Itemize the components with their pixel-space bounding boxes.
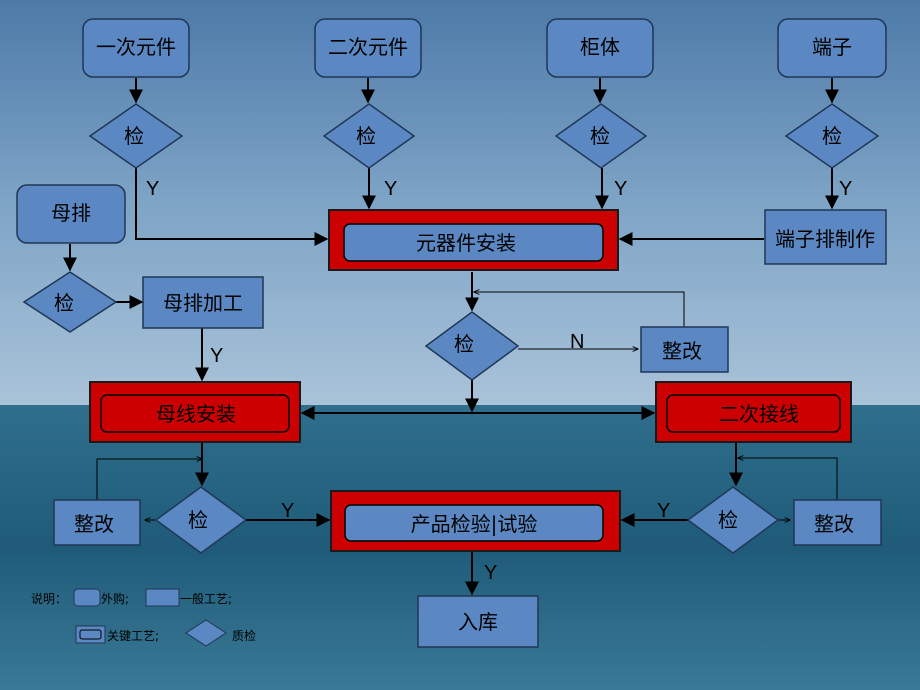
purchased-cabinet: 柜体 <box>546 18 654 78</box>
key-process-busbar-installation: 母线安装 <box>89 381 301 443</box>
yes-label-cabinet: Y <box>614 178 627 200</box>
inspect-terminal-diamond: 检 <box>784 103 880 169</box>
rework-loops <box>96 292 838 520</box>
purchased-primary-components: 一次元件 <box>82 18 190 78</box>
purchased-secondary-components: 二次元件 <box>314 18 422 78</box>
inspect-secondary-diamond: 检 <box>322 103 416 169</box>
inspect-wiring-diamond: 检 <box>686 486 780 554</box>
purchased-terminal: 端子 <box>777 18 887 78</box>
key-process-product-inspection-test: 产品检验|试验 <box>330 490 621 552</box>
inspect-primary-diamond: 检 <box>88 103 184 169</box>
svg-text:检: 检 <box>454 332 474 356</box>
svg-text:检: 检 <box>590 124 610 148</box>
key-process-secondary-wiring: 二次接线 <box>655 381 852 443</box>
svg-text:入库: 入库 <box>458 610 498 634</box>
svg-text:元器件安装: 元器件安装 <box>416 231 516 255</box>
legend-general-swatch <box>145 588 180 607</box>
key-process-component-installation: 元器件安装 <box>328 209 619 271</box>
yes-label-product: Y <box>484 562 497 584</box>
svg-text:检: 检 <box>188 508 208 532</box>
inspect-cabinet-diamond: 检 <box>554 103 648 169</box>
process-busbar-processing: 母排加工 <box>142 276 264 329</box>
connectors <box>63 78 839 596</box>
legend-key-label: 关键工艺; <box>107 629 159 643</box>
yes-label-wiring: Y <box>657 500 670 522</box>
legend-inspection-diamond <box>185 619 227 647</box>
no-label-installation: N <box>570 331 584 353</box>
svg-text:整改: 整改 <box>814 512 854 536</box>
legend-purchased-swatch <box>73 588 101 607</box>
process-rework-installation: 整改 <box>640 326 729 373</box>
legend-prefix: 说明： <box>31 591 67 606</box>
svg-text:整改: 整改 <box>74 512 114 536</box>
inspect-busbar-diamond: 检 <box>22 271 118 333</box>
svg-text:检: 检 <box>718 508 738 532</box>
process-warehousing: 入库 <box>417 595 539 648</box>
svg-text:检: 检 <box>54 291 74 315</box>
purchased-busbar: 母排 <box>16 184 126 244</box>
svg-text:母线安装: 母线安装 <box>156 402 236 426</box>
svg-text:柜体: 柜体 <box>580 35 620 59</box>
inspect-busbar-install-diamond: 检 <box>154 486 248 554</box>
legend-inspection-label: 质检 <box>232 628 256 643</box>
yes-label-terminal: Y <box>839 178 852 200</box>
legend-general-label: 一般工艺; <box>180 591 232 606</box>
process-terminal-row-making: 端子排制作 <box>764 209 887 265</box>
yes-label-busbar-install: Y <box>281 500 294 522</box>
svg-text:母排: 母排 <box>51 201 91 225</box>
yes-label-busbar: Y <box>210 345 223 367</box>
svg-text:母排加工: 母排加工 <box>163 291 243 315</box>
svg-text:端子排制作: 端子排制作 <box>775 227 875 251</box>
svg-text:检: 检 <box>356 124 376 148</box>
svg-text:产品检验|试验: 产品检验|试验 <box>411 512 538 536</box>
legend: 说明： 外购; 一般工艺; 关键工艺; 质检 <box>31 588 256 647</box>
process-rework-busbar: 整改 <box>53 499 141 546</box>
svg-text:二次接线: 二次接线 <box>719 402 799 426</box>
inspect-installation-diamond: 检 <box>424 311 520 381</box>
yes-label-primary: Y <box>146 178 159 200</box>
svg-text:端子: 端子 <box>812 35 852 59</box>
svg-text:二次元件: 二次元件 <box>328 35 408 59</box>
yes-label-secondary: Y <box>384 178 397 200</box>
legend-purchased-label: 外购; <box>101 591 129 606</box>
svg-text:整改: 整改 <box>662 339 702 363</box>
svg-text:检: 检 <box>124 124 144 148</box>
svg-text:一次元件: 一次元件 <box>96 35 176 59</box>
svg-text:检: 检 <box>822 124 842 148</box>
process-rework-wiring: 整改 <box>793 499 882 546</box>
